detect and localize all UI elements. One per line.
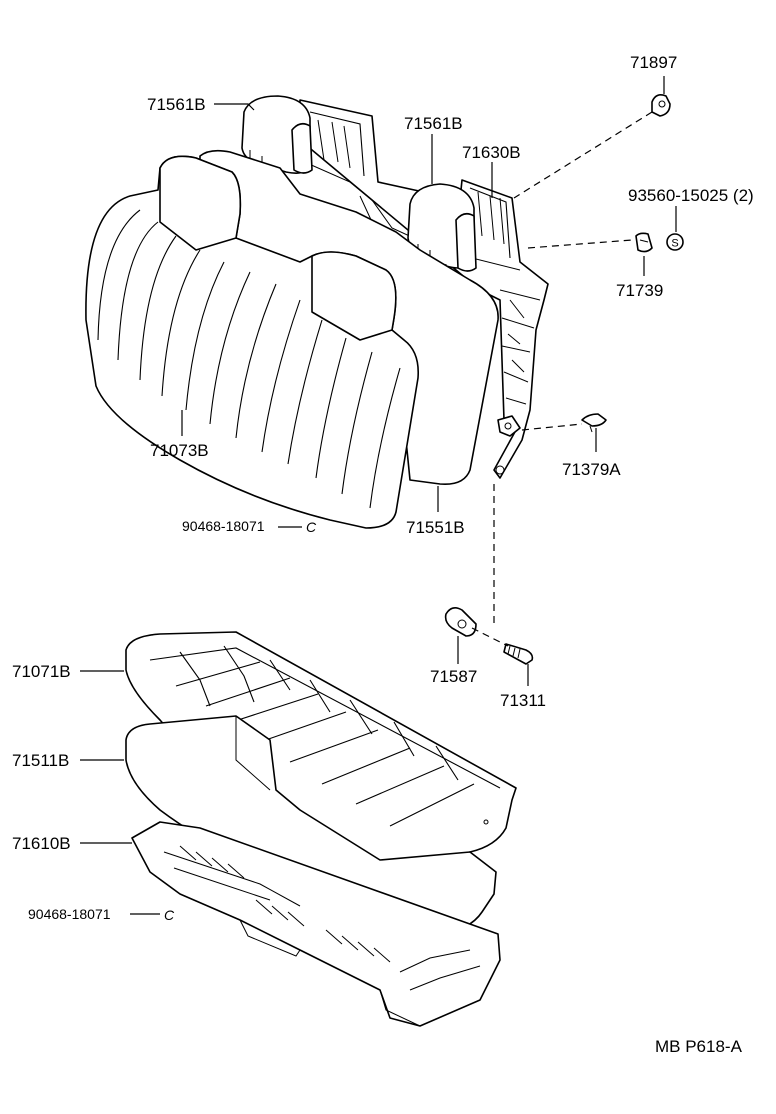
assembly-dashed-lines	[471, 111, 653, 647]
label-71511b: 71511B	[12, 751, 69, 770]
bracket-71587	[444, 606, 477, 637]
clip-marker-lower: C	[164, 907, 175, 923]
label-71587: 71587	[430, 667, 477, 686]
label-71071b: 71071B	[12, 662, 71, 681]
headrest-left	[241, 95, 313, 196]
label-71561b-left: 71561B	[147, 95, 206, 114]
label-90468-18071-lower: 90468-18071	[28, 906, 111, 922]
clip-71739	[635, 232, 653, 253]
leader-lines	[80, 76, 677, 915]
screw-marker-s: S	[671, 238, 678, 250]
clip-marker-upper: C	[306, 519, 317, 535]
bolt-71311	[503, 643, 534, 665]
label-71897: 71897	[630, 53, 677, 72]
label-71551b: 71551B	[406, 518, 465, 537]
label-71630b: 71630B	[462, 143, 521, 162]
label-71311: 71311	[500, 691, 546, 710]
seatback-cover	[85, 155, 420, 529]
hook-71379a	[581, 413, 607, 433]
seat-frame	[131, 821, 501, 1027]
label-90468-18071-upper: 90468-18071	[182, 518, 265, 534]
screw-93560: S	[666, 233, 684, 251]
label-71561b-right: 71561B	[404, 114, 463, 133]
label-93560-15025: 93560-15025 (2)	[628, 186, 754, 205]
label-71739: 71739	[616, 281, 663, 300]
figure-code: MB P618-A	[655, 1037, 743, 1056]
label-71610b: 71610B	[12, 834, 71, 853]
clip-71897	[651, 94, 671, 117]
label-71073b: 71073B	[150, 441, 209, 460]
label-71379a: 71379A	[562, 460, 621, 479]
